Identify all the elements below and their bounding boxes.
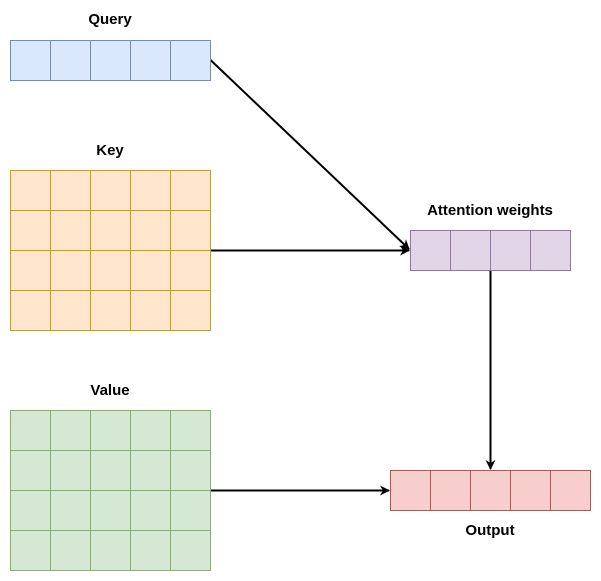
key-cell [10, 210, 51, 251]
value-cell [130, 450, 171, 491]
key-cell [10, 250, 51, 291]
value-cell [50, 530, 91, 571]
attention-weights-block [410, 230, 571, 271]
query-cell [50, 40, 91, 81]
value-cell [130, 410, 171, 451]
value-cell [170, 450, 211, 491]
value-cell [90, 490, 131, 531]
value-cell [10, 450, 51, 491]
value-cell [170, 490, 211, 531]
output-label: Output [465, 522, 514, 539]
attention-cell [530, 230, 571, 271]
attention-cell [490, 230, 531, 271]
output-cell [430, 470, 471, 511]
attention-cell [410, 230, 451, 271]
query-cell [10, 40, 51, 81]
key-cell [50, 250, 91, 291]
key-cell [170, 290, 211, 331]
key-cell [130, 170, 171, 211]
value-cell [130, 490, 171, 531]
value-cell [170, 410, 211, 451]
key-label: Key [96, 142, 124, 159]
output-block [390, 470, 591, 511]
value-cell [10, 530, 51, 571]
attention-weights-label: Attention weights [427, 202, 553, 219]
key-cell [170, 170, 211, 211]
query-label: Query [88, 11, 132, 28]
key-cell [10, 290, 51, 331]
query-cell [130, 40, 171, 81]
key-cell [170, 250, 211, 291]
query-cell [90, 40, 131, 81]
query-block [10, 40, 211, 81]
key-cell [130, 210, 171, 251]
value-cell [10, 490, 51, 531]
value-cell [50, 410, 91, 451]
value-cell [130, 530, 171, 571]
value-cell [10, 410, 51, 451]
value-cell [170, 530, 211, 571]
value-cell [50, 450, 91, 491]
arrow-query-to-attention [209, 58, 410, 250]
key-cell [10, 170, 51, 211]
output-cell [510, 470, 551, 511]
key-cell [50, 210, 91, 251]
key-cell [130, 250, 171, 291]
key-cell [50, 170, 91, 211]
key-cell [130, 290, 171, 331]
value-cell [90, 530, 131, 571]
key-block [10, 170, 211, 331]
key-cell [170, 210, 211, 251]
value-block [10, 410, 211, 571]
key-cell [90, 250, 131, 291]
key-cell [50, 290, 91, 331]
value-cell [90, 410, 131, 451]
attention-cell [450, 230, 491, 271]
output-cell [470, 470, 511, 511]
key-cell [90, 290, 131, 331]
value-cell [50, 490, 91, 531]
key-cell [90, 170, 131, 211]
output-cell [390, 470, 431, 511]
value-label: Value [90, 382, 129, 399]
key-cell [90, 210, 131, 251]
value-cell [90, 450, 131, 491]
query-cell [170, 40, 211, 81]
output-cell [550, 470, 591, 511]
